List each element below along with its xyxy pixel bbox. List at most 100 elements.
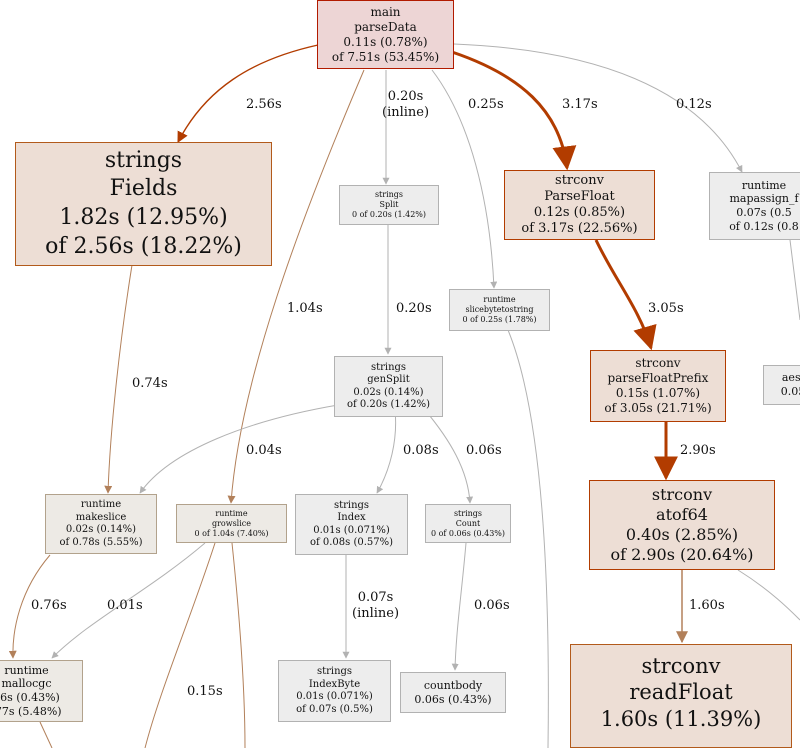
node-pkg: strings [316, 666, 353, 677]
node-cum: 0 of 0.20s (1.42%) [351, 210, 427, 219]
edge-main-mapassign [453, 43, 743, 173]
node-pkg: countbody [423, 678, 483, 692]
edge-label-main-fields: 2.56s [246, 97, 282, 112]
edge-mallocgc-below [39, 721, 53, 748]
node-pkg: strconv [555, 172, 604, 188]
node-cum: 0 of 0.25s (1.78%) [462, 315, 537, 324]
node-strings-count[interactable]: strings Count 0 of 0.06s (0.43%) [425, 504, 511, 543]
edge-label-inline: (inline) [382, 104, 430, 120]
edge-label-parsefloat-pfprefix: 3.05s [648, 301, 684, 316]
node-flat: 0.02s (0.14%) [353, 386, 424, 398]
node-pkg: strings [453, 508, 483, 518]
node-cum: 0 of 1.04s (7.40%) [194, 528, 269, 538]
node-flat: 0.11s (0.78%) [343, 34, 428, 49]
edge-main-slicebyte [431, 69, 498, 289]
edge-gensplit-index [376, 409, 397, 494]
node-strings-fields[interactable]: strings Fields 1.82s (12.95%) of 2.56s (… [15, 142, 272, 266]
node-func: slicebytetostring [465, 305, 534, 314]
node-flat: 0.02s (0.14%) [65, 524, 137, 535]
node-aes-partial[interactable]: aesl 0.05 [763, 365, 800, 405]
node-func: growslice [211, 518, 252, 528]
edge-label-gensplit-count: 0.06s [466, 443, 502, 458]
edge-label-value: 0.07s [357, 590, 394, 605]
node-cum: of 2.90s (20.64%) [610, 545, 754, 564]
edge-makeslice-mallocgc [8, 554, 51, 659]
edge-label-fields-makeslice: 0.74s [132, 376, 168, 391]
node-func: genSplit [367, 374, 410, 385]
edge-label-growslice-below: 0.15s [187, 684, 223, 699]
node-pkg: strconv [641, 654, 721, 678]
edge-label-main-mapassign: 0.12s [676, 97, 712, 112]
node-runtime-growslice[interactable]: runtime growslice 0 of 1.04s (7.40%) [176, 504, 287, 543]
edge-growslice-below-a [231, 542, 246, 748]
node-flat: 1.82s (12.95%) [59, 205, 228, 230]
node-countbody[interactable]: countbody 0.06s (0.43%) [400, 672, 506, 713]
node-strconv-parsefloat[interactable]: strconv ParseFloat 0.12s (0.85%) of 3.17… [504, 170, 655, 240]
node-cum: .77s (5.48%) [0, 704, 62, 718]
edge-growslice-below-b [144, 542, 216, 748]
edge-main-growslice [227, 69, 365, 504]
node-func: 0.05 [780, 385, 800, 398]
node-strings-indexbyte[interactable]: strings IndexByte 0.01s (0.071%) of 0.07… [278, 660, 391, 722]
node-pkg: main [370, 4, 401, 19]
edge-label-main-split: 0.20s (inline) [382, 89, 429, 120]
node-func: makeslice [75, 511, 127, 523]
edge-gensplit-count [424, 409, 474, 504]
node-cum: of 0.08s (0.57%) [309, 537, 394, 548]
edge-parsefloat-pfprefix [594, 239, 657, 351]
node-runtime-mapassign[interactable]: runtime mapassign_f 0.07s (0.5 of 0.12s … [709, 172, 800, 240]
node-cum: of 3.17s (22.56%) [521, 221, 638, 237]
node-pkg: strings [370, 361, 407, 373]
edge-main-fields [177, 44, 319, 143]
edge-label-gensplit-makeslice: 0.04s [246, 443, 282, 458]
node-pkg: strconv [635, 356, 681, 370]
edge-label-pfprefix-atof64: 2.90s [680, 443, 716, 458]
node-cum: of 3.05s (21.71%) [604, 401, 712, 415]
node-func: mallocgc [1, 677, 52, 691]
edge-fields-makeslice [104, 264, 133, 494]
node-func: ParseFloat [544, 188, 615, 204]
node-runtime-mallocgc[interactable]: runtime mallocgc 06s (0.43%) .77s (5.48%… [0, 660, 83, 722]
node-strconv-parsefloatprefix[interactable]: strconv parseFloatPrefix 0.15s (1.07%) o… [590, 350, 726, 422]
edge-gensplit-makeslice [139, 404, 339, 494]
node-flat: 1.60s (11.39%) [600, 706, 762, 731]
edge-label-index-indexbyte: 0.07s (inline) [352, 590, 399, 621]
node-strings-gensplit[interactable]: strings genSplit 0.02s (0.14%) of 0.20s … [334, 356, 443, 417]
node-main-parsedata[interactable]: main parseData 0.11s (0.78%) of 7.51s (5… [317, 0, 454, 69]
node-func: parseData [354, 19, 417, 34]
node-runtime-makeslice[interactable]: runtime makeslice 0.02s (0.14%) of 0.78s… [45, 494, 157, 554]
node-pkg: runtime [483, 295, 516, 304]
node-pkg: aesl [781, 371, 800, 385]
node-func: Split [379, 200, 399, 209]
edge-atof64-right [737, 569, 800, 621]
node-strings-index[interactable]: strings Index 0.01s (0.071%) of 0.08s (0… [295, 494, 408, 555]
node-cum: of 0.12s (0.8 [729, 219, 799, 233]
edge-growslice-mallocgc [51, 542, 206, 659]
node-func: mapassign_f [729, 192, 799, 206]
node-strconv-atof64[interactable]: strconv atof64 0.40s (2.85%) of 2.90s (2… [589, 480, 775, 570]
node-flat: 0.01s (0.071%) [313, 524, 390, 536]
node-func: 0.06s (0.43%) [414, 692, 492, 706]
node-func: IndexByte [308, 678, 361, 690]
edge-label-main-slicebyte: 0.25s [468, 97, 504, 112]
node-flat: 0.01s (0.071%) [296, 691, 373, 702]
edge-label-gensplit-index: 0.08s [403, 443, 439, 458]
node-pkg: strings [333, 499, 370, 511]
node-flat: 0.15s (1.07%) [615, 386, 701, 400]
node-runtime-slicebytetostring[interactable]: runtime slicebytetostring 0 of 0.25s (1.… [449, 289, 550, 331]
node-pkg: runtime [215, 508, 248, 518]
node-strings-split[interactable]: strings Split 0 of 0.20s (1.42%) [339, 185, 439, 225]
edge-label-growslice-mallocgc: 0.01s [107, 598, 143, 613]
node-func: Fields [109, 176, 178, 202]
edge-main-parsefloat [451, 50, 577, 171]
node-func: parseFloatPrefix [607, 371, 709, 385]
node-flat: 0.07s (0.5 [736, 206, 792, 219]
edge-label-inline: (inline) [352, 605, 400, 621]
node-cum: of 2.56s (18.22%) [45, 233, 242, 259]
node-pkg: strings [104, 147, 183, 173]
node-flat: 06s (0.43%) [0, 691, 60, 704]
node-strconv-readfloat[interactable]: strconv readFloat 1.60s (11.39%) [570, 644, 792, 748]
node-flat: 0.40s (2.85%) [625, 525, 739, 544]
node-pkg: strconv [651, 485, 713, 504]
edge-slicebyte-below [507, 329, 549, 748]
